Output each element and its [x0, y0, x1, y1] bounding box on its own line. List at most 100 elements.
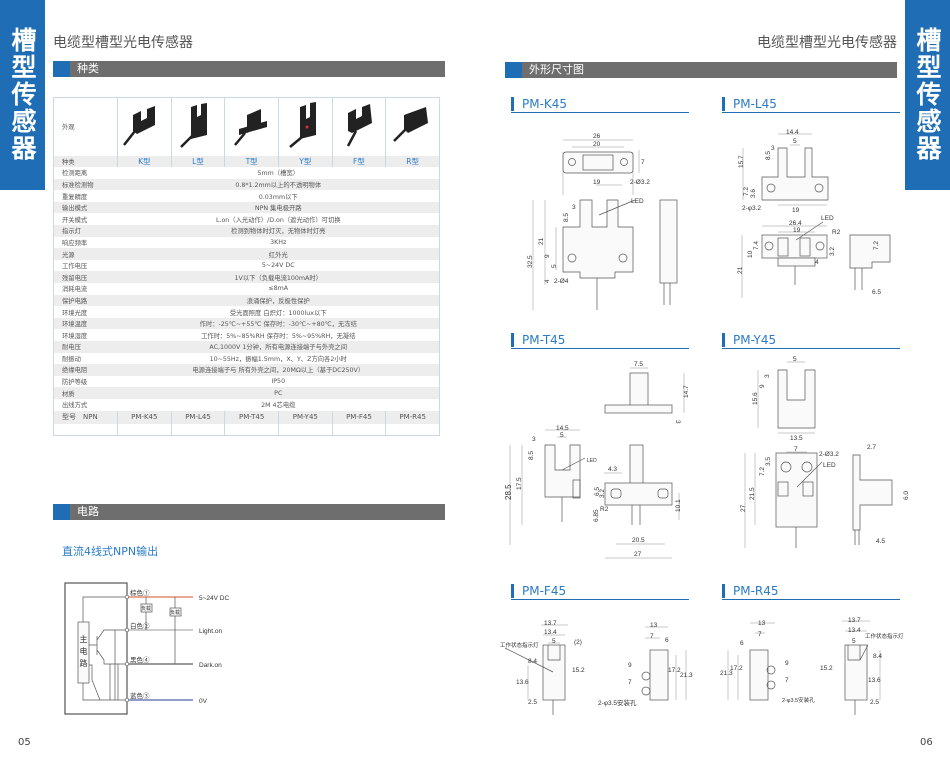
wire-label-blue: 蓝色③	[130, 691, 150, 700]
spec-label: 耐电压	[53, 341, 118, 353]
spec-label: 光源	[53, 248, 118, 260]
dim-label: 21	[737, 266, 744, 274]
dim-label: 8.5	[563, 213, 570, 222]
circuit-subtitle: 直流4线式NPN输出	[62, 545, 159, 558]
heading-underline	[722, 599, 900, 600]
product-image-l	[171, 97, 226, 156]
heading-underline	[511, 348, 689, 349]
drawing-pm-l45: 14.4 5 3 8.5 15.7 7.2 3.6 2-φ3.2 19 LED …	[737, 129, 891, 298]
dim-label: 15.6	[752, 392, 759, 405]
load-label: 负载	[170, 609, 180, 616]
dim-label: 6.85	[593, 509, 600, 522]
product-image-f	[332, 97, 387, 156]
spec-value: AC,1000V 1分钟，所有电源连接端子与外壳之间	[117, 341, 440, 353]
page-title: 电缆型槽型光电传感器	[53, 35, 193, 51]
model-heading-f45: PM-F45	[511, 584, 566, 598]
spec-label: 响应频率	[53, 236, 118, 249]
dim-label: (2)	[574, 639, 582, 646]
dim-label: 5	[793, 138, 797, 145]
circuit-diagram: 负载 负载 棕色① 白色② 黑色④ 蓝色③ 5~24V DC Light.on …	[64, 582, 229, 715]
spec-label: 重复精度	[53, 190, 118, 202]
dim-label: 7.2	[873, 241, 880, 250]
dim-label: 13.6	[868, 677, 881, 684]
spec-label: 材质	[53, 387, 118, 399]
type-cell: Y型	[278, 155, 333, 168]
spec-value: IP50	[117, 375, 440, 388]
spec-value: 0.03mm以下	[117, 190, 440, 202]
dim-label: 5	[560, 432, 564, 439]
side-tab-label: 槽型传感器	[913, 27, 942, 162]
model-cell: PM-Y45	[278, 410, 333, 424]
section-title: 外形尺寸图	[529, 63, 584, 76]
dim-label: 8.4	[873, 653, 882, 660]
dim-label: 19	[793, 227, 801, 234]
output-label: Light.on	[199, 628, 223, 635]
drawing-pm-t45: 7.5 14.7 3 14.5 5 3 8.5 17.5 28.5 LED 4.…	[504, 361, 690, 559]
wire-label-white: 白色②	[130, 621, 150, 630]
dim-label: 15.7	[738, 155, 745, 168]
appearance-label: 外观	[53, 97, 118, 156]
dim-label: 13.4	[544, 629, 557, 636]
dim-label: 7	[785, 677, 789, 684]
spec-value: 5mm（槽宽）	[117, 167, 440, 179]
spec-value: 受光面照度 白炽灯：1000lux以下	[117, 306, 440, 318]
right-side-tab: 槽型传感器	[905, 0, 950, 190]
dim-label: LED	[631, 198, 644, 205]
dim-label: LED	[823, 462, 836, 469]
spec-row: 环境温度作时：-25℃~+55℃ 保存时：-30℃~+80℃，无冻结	[53, 317, 440, 330]
dim-label: 13.4	[848, 627, 861, 634]
dim-label: 32.5	[527, 255, 534, 268]
dim-label: 9	[544, 254, 551, 258]
spec-value: 检测到物体时灯灭，无物体时灯亮	[117, 225, 440, 237]
spec-label: 检测距离	[53, 167, 118, 179]
dim-label: 6.5	[594, 487, 601, 496]
spec-label: 环境温度	[53, 317, 118, 330]
model-cell: PM-R45	[385, 410, 440, 424]
type-label: 种类	[53, 155, 118, 168]
spec-value: 作时：-25℃~+55℃ 保存时：-30℃~+80℃，无冻结	[117, 317, 440, 330]
section-bar-types: 种类	[53, 61, 445, 77]
dim-label: 8.4	[528, 658, 537, 665]
dim-label: 14.5	[556, 425, 569, 432]
page-number: 06	[920, 737, 933, 748]
spec-row: 绝缘电阻电源连接端子与 所有外壳之间，20MΩ以上（基于DC250V）	[53, 364, 440, 376]
heading-underline	[722, 112, 900, 113]
dim-label: 5	[551, 264, 558, 268]
dim-label: 19	[593, 179, 601, 186]
type-row: 种类 K型 L型 T型 Y型 F型 R型	[53, 155, 440, 168]
heading-underline	[511, 112, 689, 113]
spec-label: 工作电压	[53, 259, 118, 272]
dim-label: 15.2	[572, 667, 585, 674]
dim-label: 15.2	[820, 665, 833, 672]
drawing-pm-y45: 5 3 9 15.6 13.5 7 2-Ø3.2 LED 3.5 7.2 21.…	[740, 356, 910, 548]
dim-label: LED	[587, 458, 597, 464]
spec-value: 工作时：5%~85%RH 保存时：5%~95%RH，无凝结	[117, 329, 440, 341]
spec-label: 残留电压	[53, 271, 118, 284]
dim-label: 3	[674, 420, 681, 424]
output-label: 0V	[199, 698, 208, 705]
dim-label: 7	[628, 679, 632, 686]
spec-value: 2M 4芯电缆	[117, 398, 440, 411]
type-cell: R型	[385, 155, 440, 168]
dim-label: 5	[552, 638, 556, 645]
spec-value: 10~55Hz，振幅1.5mm，X、Y、Z方向各2小时	[117, 352, 440, 365]
dim-label: 21	[538, 237, 545, 245]
model-cell: PM-K45	[117, 410, 172, 424]
dim-label: 13.7	[848, 617, 861, 624]
dim-label: 2-φ3.5安装孔	[782, 696, 815, 704]
side-tab-label: 槽型传感器	[8, 27, 37, 162]
model-row: 型号 NPN PM-K45 PM-L45 PM-T45 PM-Y45 PM-F4…	[53, 410, 440, 424]
dim-label: 27	[740, 504, 747, 512]
spec-value: 5~24V DC	[117, 259, 440, 272]
main-circuit-label: 主电路	[79, 634, 88, 671]
dim-label: 21.5	[749, 487, 756, 500]
output-label: Dark.on	[199, 662, 222, 669]
dim-label: 20	[593, 141, 601, 148]
type-cell: L型	[171, 155, 226, 168]
drawing-pm-k45: 26 20 7 2-Ø3.2 19 LED 3 8.5 21 9 5 32.5 …	[527, 133, 678, 310]
dim-label: 4	[544, 279, 551, 283]
